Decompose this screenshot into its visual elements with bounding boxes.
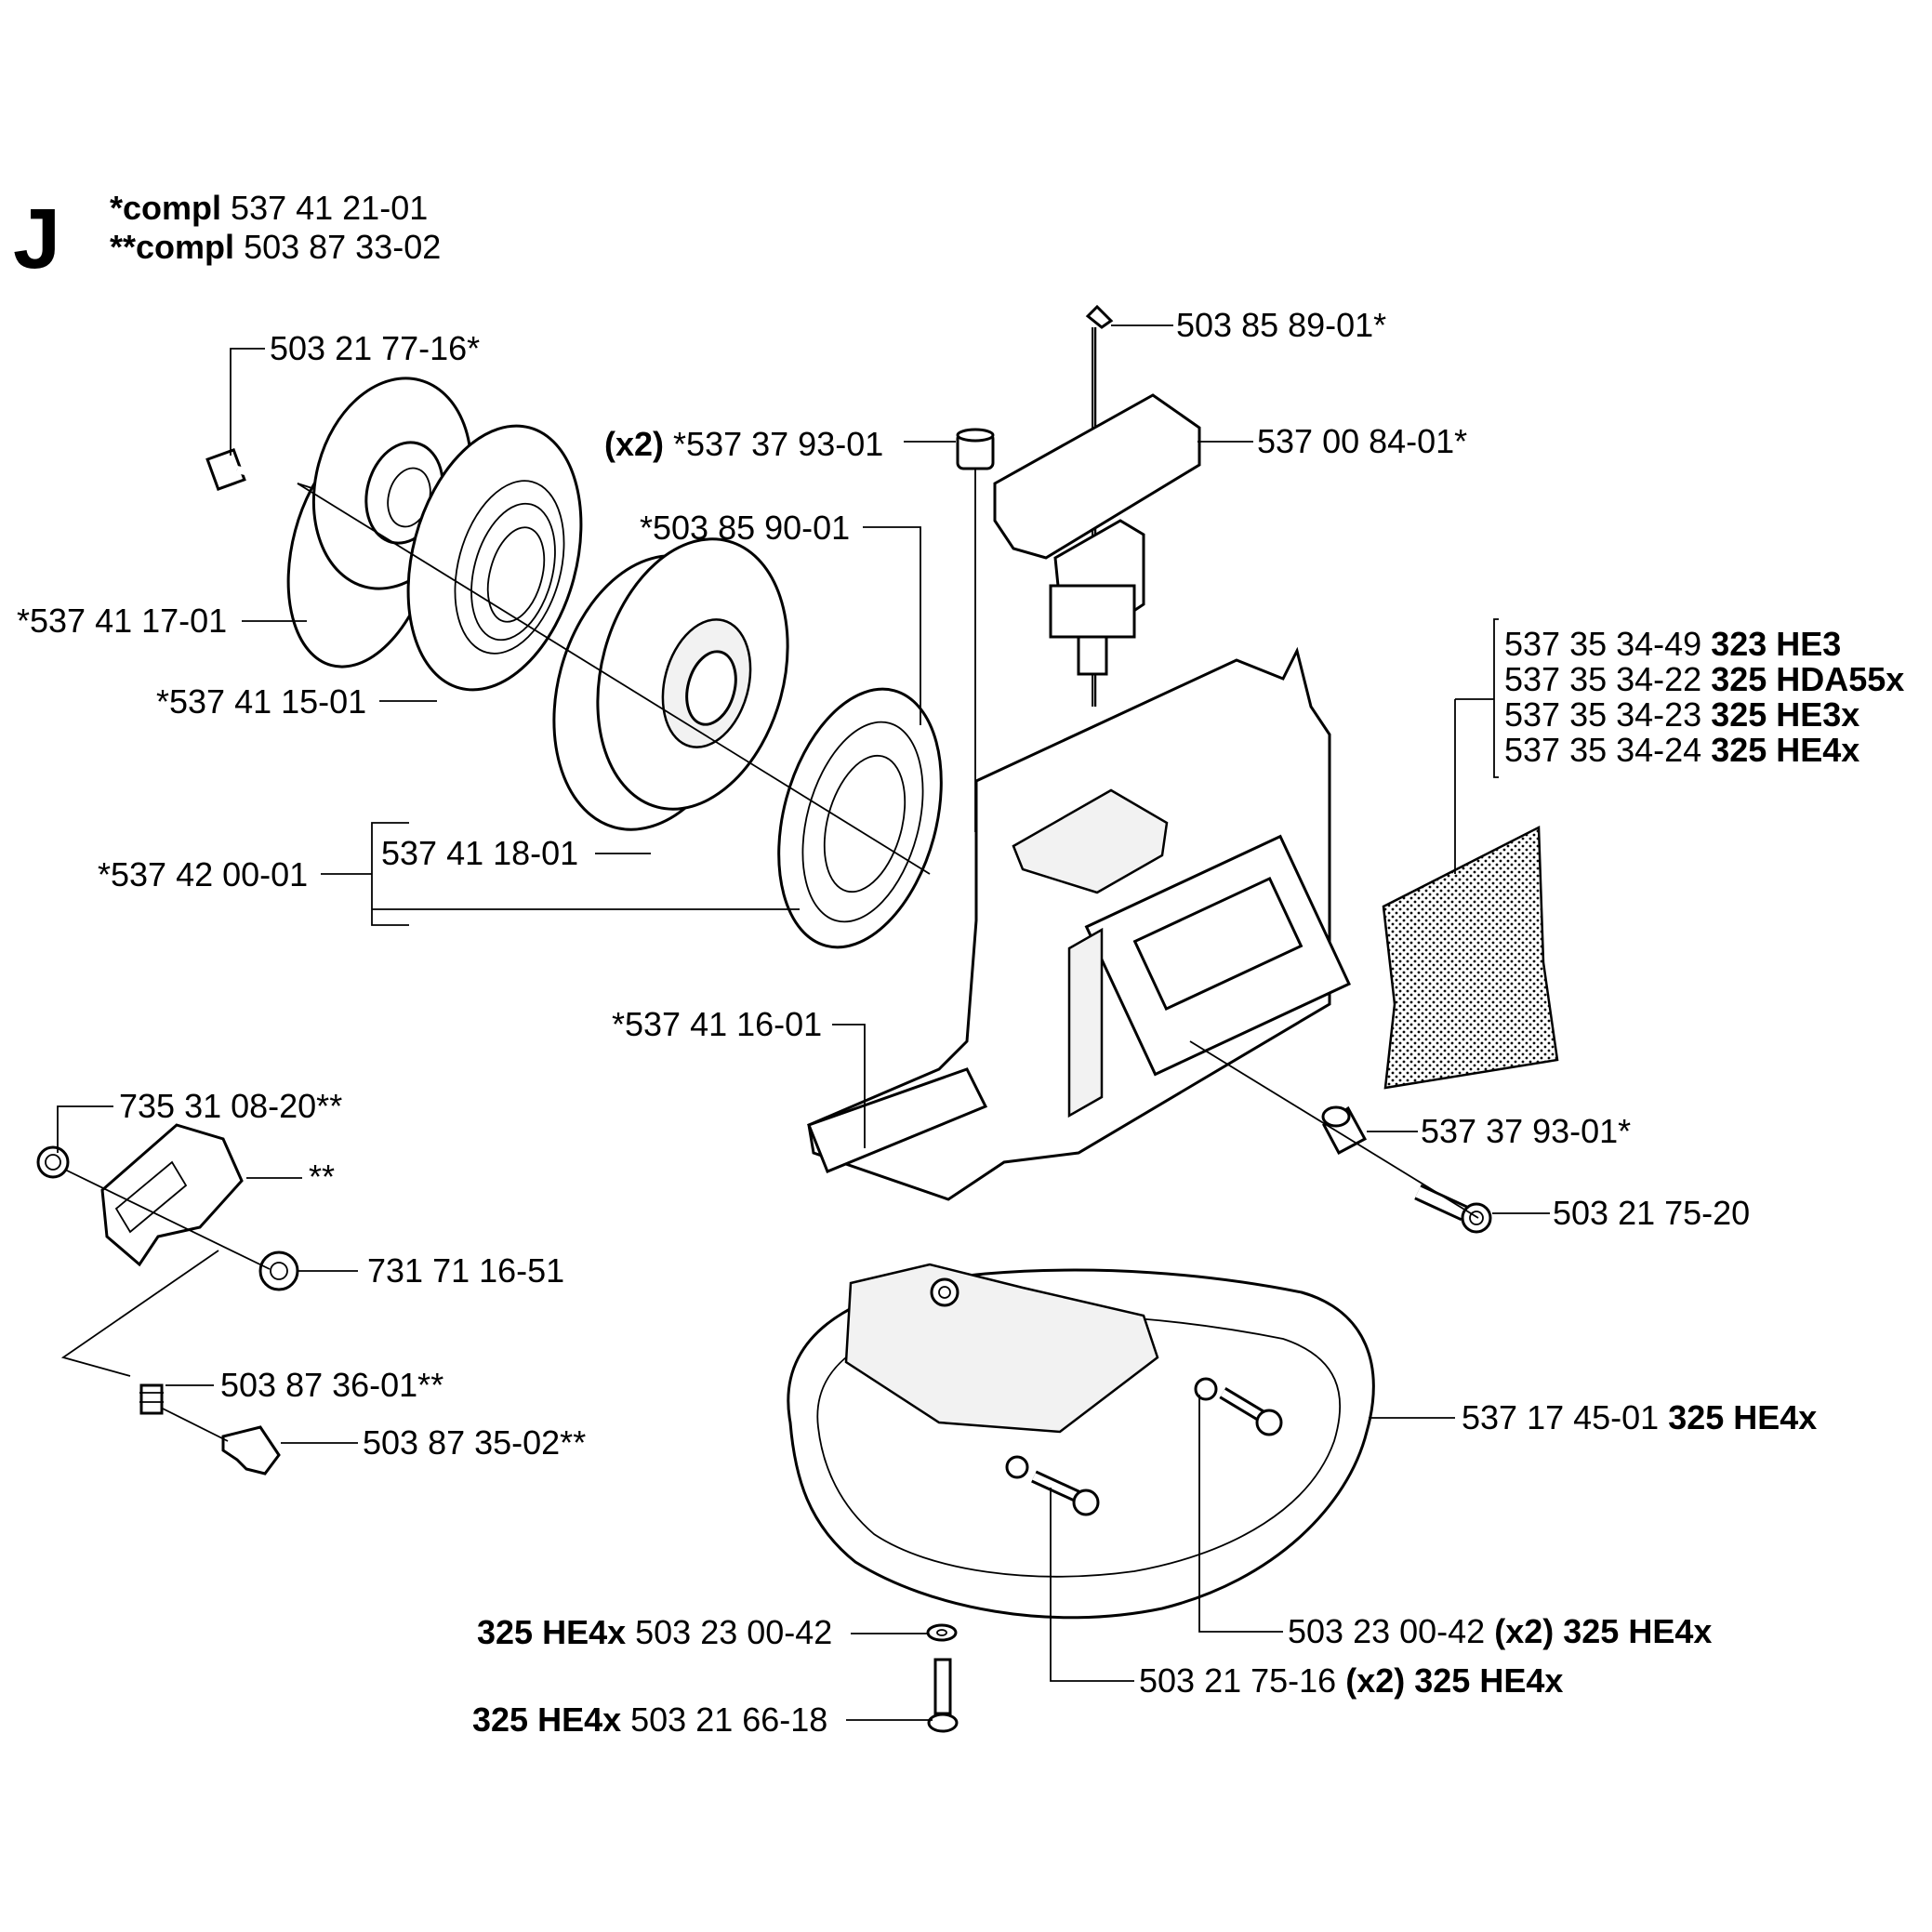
rope-pulley [552,537,789,831]
starter-housing [807,646,1351,1201]
label-503873502: 503 87 35-02** [363,1423,586,1462]
hex-nut [258,1251,299,1291]
label-503217520: 503 21 75-20 [1553,1194,1750,1232]
label-735310820: 735 31 08-20** [119,1087,342,1125]
label-503230042-single: 325 HE4x 503 23 00-42 [477,1613,832,1651]
decal-row: 537 35 34-24 325 HE4x [1504,731,1859,769]
label-503230042-x2: 503 23 00-42 (x2) 325 HE4x [1288,1612,1712,1650]
label-503217516-x2: 503 21 75-16 (x2) 325 HE4x [1139,1661,1563,1700]
pulley-spring [777,687,943,949]
small-button [221,1425,281,1475]
label-731711651: 731 71 16-51 [367,1251,564,1290]
assembly-axis [297,483,931,875]
starter-screw [205,447,322,492]
starter-handle [993,304,1201,707]
label-537420001: *537 42 00-01 [98,855,308,893]
frame-support [787,1263,1375,1620]
label-537379301: 537 37 93-01* [1421,1112,1631,1150]
retaining-ring [36,1145,70,1179]
small-spring [139,1383,164,1415]
compl-line-1: *compl 537 41 21-01 [110,189,428,227]
section-letter: J [13,192,60,286]
label-537008401: 537 00 84-01* [1257,422,1467,460]
label-537174501: 537 17 45-01 325 HE4x [1462,1398,1817,1436]
bottom-washer [926,1623,958,1642]
frame-washer-b [1005,1455,1029,1479]
frame-washer-a [1194,1377,1218,1401]
bushing-right [1321,1105,1368,1156]
leader-lines [57,324,1550,1721]
label-503873601: 503 87 36-01** [220,1366,443,1404]
label-537411601: *537 41 16-01 [612,1005,822,1043]
bushing-top [956,428,995,470]
compl-line-2: **compl 503 87 33-02 [110,228,441,266]
frame-screw-a [1219,1386,1283,1436]
decal-row: 537 35 34-22 325 HDA55x [1504,660,1904,698]
housing-screw [1414,1184,1492,1234]
decal-panel [1382,825,1559,1090]
label-537411501: *537 41 15-01 [156,682,366,721]
label-537379301-x2: (x2) *537 37 93-01 [604,425,883,463]
label-503859001: *503 85 90-01 [640,509,850,547]
label-503216618: 325 HE4x 503 21 66-18 [472,1700,827,1739]
label-537411701: *537 41 17-01 [17,602,227,640]
frame-screw-b [1031,1470,1100,1516]
recoil-spring [406,424,583,692]
label-starstar: ** [309,1158,335,1196]
decal-row: 537 35 34-49 323 HE3 [1504,625,1841,663]
decal-row: 537 35 34-23 325 HE3x [1504,695,1859,734]
label-503217716: 503 21 77-16* [270,329,480,367]
label-537411801: 537 41 18-01 [381,834,578,872]
label-503858901: 503 85 89-01* [1176,306,1386,344]
small-cover [100,1123,244,1267]
bottom-screw [927,1658,959,1733]
